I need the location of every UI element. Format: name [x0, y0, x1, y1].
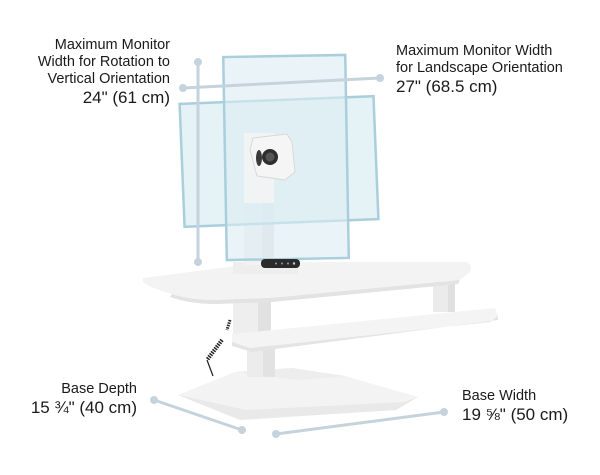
rotation-width-label: Maximum Monitor Width for Rotation to Ve… — [0, 37, 170, 108]
desktop-surface — [143, 262, 471, 304]
base-depth-value: 15 ¾" (40 cm) — [30, 398, 137, 418]
landscape-value: 27" (68.5 cm) — [396, 77, 498, 97]
landscape-title-line-1: Maximum Monitor Width — [396, 43, 553, 59]
rotation-title-line-2: Width for Rotation to — [37, 54, 170, 71]
base-width-label: Base Width 19 ⅝" (50 cm) — [462, 388, 600, 425]
rotation-value: 24" (61 cm) — [82, 88, 170, 108]
keyboard-tray — [232, 308, 498, 352]
base-width-dimension-line — [272, 408, 448, 438]
rotation-dimension-line — [194, 58, 202, 266]
vesa-mount — [244, 133, 296, 203]
coiled-cable — [205, 319, 232, 377]
rotation-title-line-3: Vertical Orientation — [47, 71, 170, 88]
landscape-width-label: Maximum Monitor Width for Landscape Orie… — [396, 43, 600, 97]
base-depth-dimension-line — [150, 396, 246, 434]
landscape-dimension-line — [179, 74, 384, 92]
base — [178, 368, 418, 420]
rotation-title-line-1: Maximum Monitor — [54, 37, 170, 53]
base-width-title: Base Width — [462, 388, 537, 404]
base-depth-title: Base Depth — [61, 381, 137, 397]
base-width-value: 19 ⅝" (50 cm) — [462, 405, 569, 425]
right-support — [433, 282, 455, 312]
control-panel — [261, 259, 300, 268]
base-depth-label: Base Depth 15 ¾" (40 cm) — [0, 381, 137, 418]
landscape-title-line-2: for Landscape Orientation — [396, 60, 563, 77]
